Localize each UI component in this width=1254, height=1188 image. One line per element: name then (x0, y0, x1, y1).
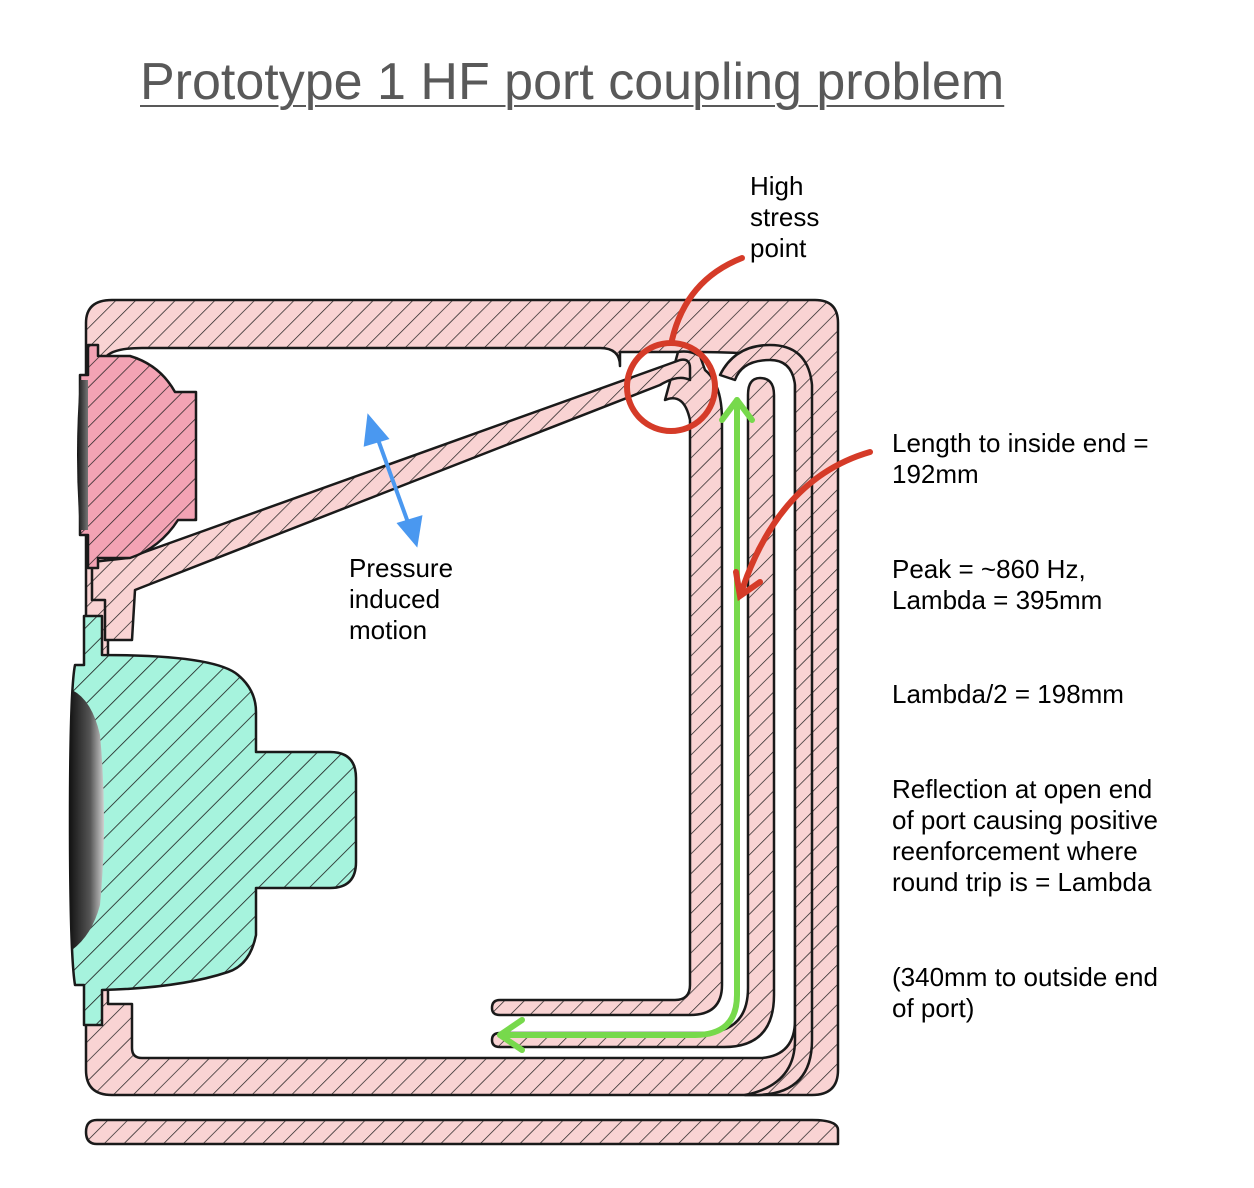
length-label-line: 192mm (892, 459, 979, 489)
stress-point-label-line: stress (750, 202, 820, 232)
port-duct-outer-bend (718, 343, 814, 1097)
stress-callout (624, 255, 873, 602)
outside-length-label-line: (340mm to outside end (892, 962, 1158, 992)
peak-label-line: Peak = ~860 Hz, (892, 554, 1086, 584)
tweeter-dome (77, 380, 88, 530)
page-title: Prototype 1 HF port coupling problem (140, 53, 1005, 111)
peak-label: Peak = ~860 Hz, Lambda = 395mm (892, 554, 1102, 616)
reflection-label-line: reenforcement where (892, 836, 1138, 866)
port-path-arrow (497, 397, 755, 1053)
diagonal-brace (90, 358, 692, 642)
stress-point-label: High stress point (750, 171, 819, 264)
internal-partition-wall (490, 350, 724, 1017)
reflection-label-line: Reflection at open end (892, 774, 1153, 804)
outside-length-label-line: of port) (892, 993, 975, 1023)
motion-arrow (363, 413, 423, 548)
outside-length-label: (340mm to outside end of port) (892, 962, 1158, 1024)
port-lower-wall (84, 1118, 840, 1146)
length-label-line: Length to inside end = (892, 428, 1149, 458)
stress-point-label-line: point (750, 233, 807, 263)
reflection-label-line: round trip is = Lambda (892, 867, 1152, 897)
pressure-motion-label-line: Pressure (349, 553, 454, 583)
stress-point-label-line: High (750, 171, 804, 201)
woofer (68, 614, 358, 1027)
half-wavelength-label-line: Lambda/2 = 198mm (892, 679, 1124, 709)
reflection-label: Reflection at open end of port causing p… (892, 774, 1158, 898)
peak-label-line: Lambda = 395mm (892, 585, 1103, 615)
woofer-cone (69, 690, 104, 950)
reflection-label-line: of port causing positive (892, 805, 1158, 835)
pressure-motion-label-line: induced (349, 584, 441, 614)
tweeter (78, 343, 198, 570)
pressure-motion-label: Pressure induced motion (349, 553, 453, 646)
pressure-motion-label-line: motion (349, 615, 428, 645)
length-label: Length to inside end = 192mm (892, 428, 1149, 490)
port-duct-wall (490, 376, 776, 1049)
half-wavelength-label: Lambda/2 = 198mm (892, 679, 1124, 710)
